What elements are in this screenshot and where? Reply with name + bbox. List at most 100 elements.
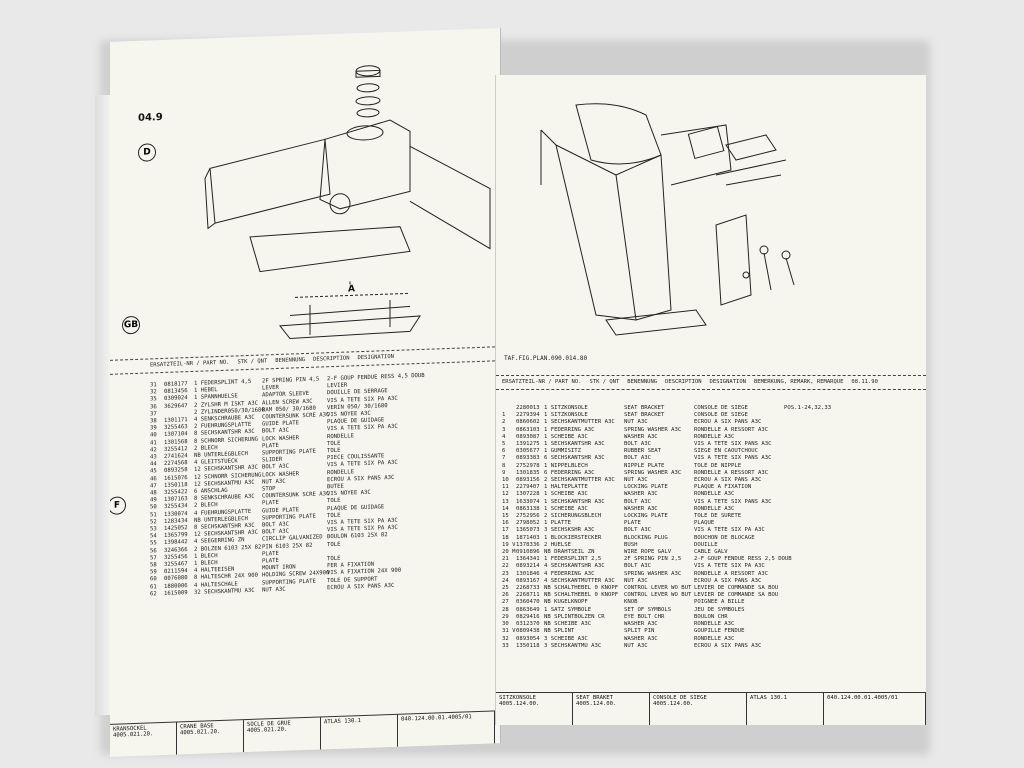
table-cell: NB SCHEIBE A3C (544, 621, 592, 628)
table-cell: WASHER A3C (624, 505, 658, 512)
table-cell: 1615009 (164, 590, 188, 597)
table-cell: SEAT BRACKET (624, 412, 665, 419)
table-cell: 1301846 (516, 570, 540, 577)
table-cell: RONDELLE A3C (694, 433, 735, 440)
divider-top (496, 375, 926, 376)
table-cell: VIS A TETE SIX PANS A3C (694, 455, 772, 462)
table-cell: NUT A3C (624, 419, 648, 426)
table-cell: 8 (502, 462, 506, 469)
table-cell: 0860602 (516, 419, 540, 426)
table-cell: 1633074 (516, 498, 540, 505)
table-cell: 1307228 (516, 491, 540, 498)
figure-note: TAF.FIG.PLAN.090.014.80 (504, 355, 588, 362)
table-cell: NUT A3C (624, 642, 648, 649)
table-cell: 62 (150, 591, 157, 598)
table-cell: 30 (502, 621, 509, 628)
table-cell: WASHER A3C (624, 433, 658, 440)
table-cell: 1 PLATTE (544, 520, 571, 527)
table-cell: 1 GUMMISITZ (544, 448, 582, 455)
table-cell: BOLT A3C (624, 563, 651, 570)
table-cell: NB SCHALTHEBEL 0 KNOPF (544, 592, 619, 599)
table-cell: SPLIT PIN (624, 628, 655, 635)
table-cell: 0360470 (516, 599, 540, 606)
table-cell: 3 SECHSKSHR A3C (544, 527, 595, 534)
table-cell: 1378336 (516, 541, 540, 548)
footer-cell: ATLAS 130.1 (747, 693, 824, 725)
table-cell: BLOCKING PLUG (624, 534, 668, 541)
table-cell: 1365073 (516, 527, 540, 534)
table-cell: 2798052 (516, 520, 540, 527)
table-cell: 1 SECHSKANTSHR A3C (544, 441, 605, 448)
col-part-no: ERSATZTEIL-NR / PART NO. (150, 359, 230, 369)
table-cell: NB DRAHTSEIL ZN (544, 549, 595, 556)
table-cell: NUT A3C (262, 586, 286, 594)
col-designation: DESIGNATION (709, 379, 746, 385)
table-header: ERSATZTEIL-NR / PART NO. STK / QNT BENEN… (502, 379, 886, 385)
footer-cell: SOCLE DE GRUE 4005.021.20. (244, 717, 321, 753)
table-cell: BOLT A3C (624, 498, 651, 505)
table-cell: 1 SECHSKANTSHR A3C (544, 498, 605, 505)
table-cell: ECROU A SIX PANS A3C (694, 577, 762, 584)
table-cell: 1 SATZ SYMBOLE (544, 606, 592, 613)
col-qty: STK / QNT (237, 358, 268, 366)
table-cell: 2280013 (516, 405, 540, 411)
footer-cell: SEAT BRAKET 4005.124.00. (573, 693, 650, 725)
table-cell: 1 SCHEIBE A3C (544, 433, 588, 440)
table-cell: DOUILLE (694, 541, 718, 548)
table-cell: 0312370 (516, 621, 540, 628)
table-cell: NB SPLINTBOLZEN CR (544, 613, 605, 620)
table-cell: 1 HALTEPLATTE (544, 484, 588, 491)
table-cell: 1 SCHEIBE A3C (544, 505, 588, 512)
col-qty: STK / QNT (589, 379, 620, 385)
table-cell: 9 (502, 469, 506, 476)
table-cell: TOLE DE SURETE (694, 513, 742, 520)
table-cell: 22 (502, 563, 509, 570)
table-cell: 23 (502, 570, 509, 577)
table-cell: 2 HUELSE (544, 541, 571, 548)
table-cell: 26 (502, 592, 509, 599)
col-description: DESCRIPTION (665, 379, 702, 385)
table-cell: 0893383 (516, 455, 540, 462)
table-cell: 2279407 (516, 484, 540, 491)
right-footer: SITZKONSOLE 4005.124.00. SEAT BRAKET 400… (496, 692, 926, 725)
table-cell: BOULON CHR (694, 613, 728, 620)
table-cell: 17 (502, 527, 509, 534)
table-cell: 2268711 (516, 592, 540, 599)
table-cell: SEAT BRACKET (624, 405, 665, 411)
table-cell: 2 SECHSKANTMUTTER A3C (544, 477, 615, 484)
table-cell: 15 (502, 513, 509, 520)
table-cell: 14 (502, 505, 509, 512)
table-cell: 4 SECHSKANTSHR A3C (544, 563, 605, 570)
table-cell: 1 NIPPELBLECH (544, 462, 588, 469)
right-page: TAF.FIG.PLAN.090.014.80 ERSATZTEIL-NR / … (495, 75, 926, 725)
table-cell: RONDELLE A3C (694, 635, 735, 642)
table-cell: RONDELLE A RESSORT A3C (694, 570, 769, 577)
seat-bracket-diagram (540, 103, 795, 336)
table-cell: PLAQUE (694, 520, 715, 527)
table-cell: 2 (502, 419, 506, 426)
table-cell: 21 (502, 556, 509, 563)
table-cell: SPRING WASHER A3C (624, 570, 682, 577)
table-cell: 11 (502, 484, 509, 491)
col-remark: BEMERKUNG, REMARK, REMARQUE (753, 379, 844, 385)
table-cell: 20 M (502, 549, 516, 556)
table-cell: 0893156 (516, 477, 540, 484)
table-cell: 0863103 (516, 426, 540, 433)
